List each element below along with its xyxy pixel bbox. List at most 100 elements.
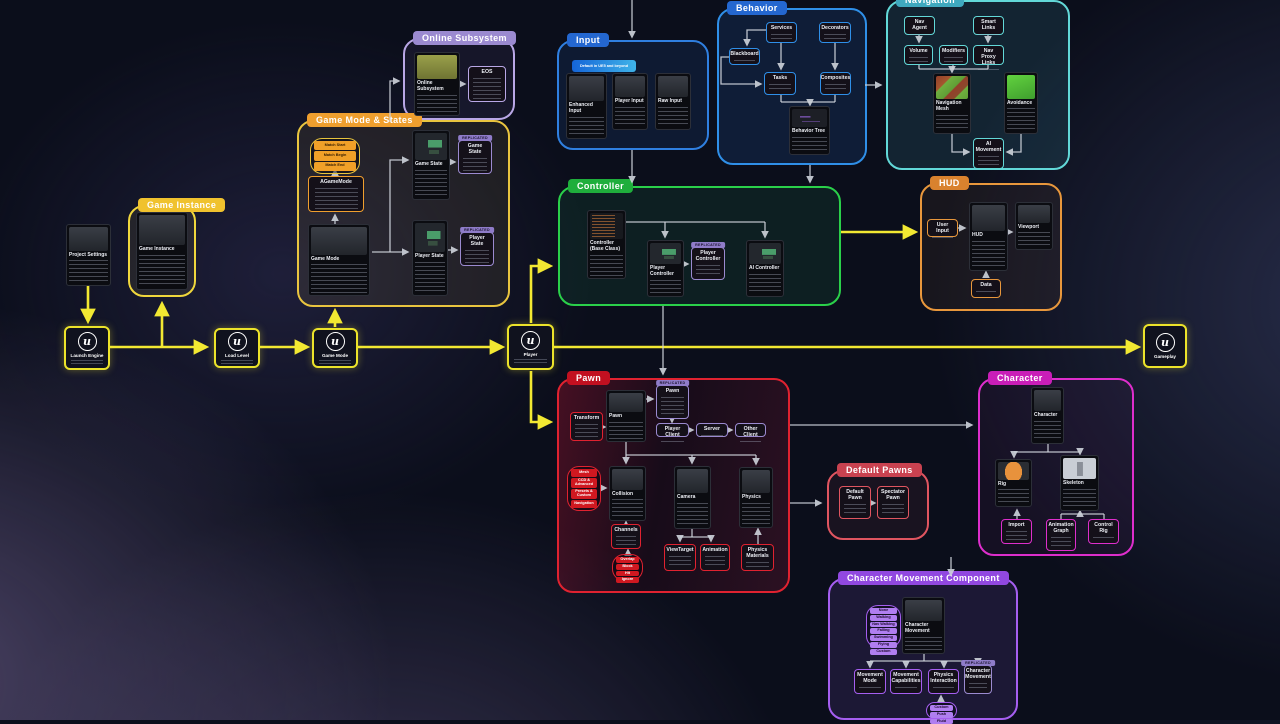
channel-types-item[interactable]: Overlap	[616, 557, 639, 563]
channel-types-item[interactable]: Block	[616, 563, 639, 570]
physics[interactable]: Physics	[739, 467, 773, 528]
pawn-shot[interactable]: Pawn	[606, 390, 646, 442]
agamemode-title: AGameMode	[320, 179, 352, 185]
server[interactable]: Server	[696, 423, 728, 439]
physics-interaction-types-item[interactable]: Fluid	[930, 718, 953, 724]
camera[interactable]: Camera	[674, 466, 711, 529]
physics-materials[interactable]: Physics Materials	[741, 544, 774, 571]
player-controller-shot[interactable]: Player Controller	[647, 240, 684, 297]
volume[interactable]: Volume	[904, 45, 933, 65]
collision-options-item[interactable]: Presets & Custom	[571, 489, 597, 499]
spectator-pawn[interactable]: Spectator Pawn	[877, 486, 909, 519]
modifiers[interactable]: Modifiers	[939, 45, 968, 65]
movement-modes-item[interactable]: Nav Walking	[870, 621, 897, 628]
hud[interactable]: HUD	[969, 202, 1008, 271]
match-states-item[interactable]: Match End	[314, 161, 356, 171]
composites[interactable]: Composites	[820, 72, 851, 95]
character-shot[interactable]: Character	[1031, 387, 1064, 444]
collision-options-item[interactable]: Navigation	[571, 499, 597, 508]
tasks[interactable]: Tasks	[764, 72, 796, 95]
game-state-shot[interactable]: Game State	[412, 130, 450, 200]
default-pawn[interactable]: Default Pawn	[839, 486, 871, 519]
rig[interactable]: Rig	[995, 459, 1032, 507]
transform-title: Transform	[573, 415, 600, 421]
avoidance-thumbnail	[1007, 75, 1035, 99]
import[interactable]: Import	[1001, 519, 1032, 544]
viewport-description	[1018, 232, 1050, 247]
online-subsystem[interactable]: Online Subsystem	[414, 52, 460, 116]
nav-proxy-links[interactable]: Nav Proxy Links	[973, 45, 1004, 73]
viewport[interactable]: Viewport	[1015, 202, 1053, 250]
smart-links[interactable]: Smart Links	[973, 16, 1004, 38]
navigation-mesh[interactable]: Navigation Mesh	[933, 73, 971, 134]
project-settings[interactable]: Project Settings	[66, 224, 111, 286]
controller-base-class[interactable]: Controller (Base Class)	[587, 210, 626, 279]
controller-group-label: Controller	[568, 179, 634, 193]
avoidance[interactable]: Avoidance	[1004, 72, 1038, 134]
collision-thumbnail	[612, 469, 643, 490]
collision-options-item[interactable]: Mesh	[571, 469, 597, 478]
other-client[interactable]: Other Client	[735, 423, 766, 445]
spectator-pawn-description	[881, 503, 905, 516]
movement-modes-item[interactable]: Flying	[870, 641, 897, 648]
player-client[interactable]: Player Client	[656, 423, 689, 445]
channel-types-item[interactable]: Hit	[616, 570, 639, 577]
agamemode[interactable]: AGameMode	[308, 176, 364, 212]
movement-mode[interactable]: Movement Mode	[854, 669, 886, 694]
raw-input[interactable]: Raw Input	[655, 73, 691, 130]
match-states-item[interactable]: Match Begin	[314, 151, 356, 161]
game-instance[interactable]: Game Instance	[136, 212, 188, 290]
match-states-item[interactable]: Match Start	[314, 141, 356, 151]
transform[interactable]: Transform	[570, 412, 603, 441]
nav-agent[interactable]: Nav Agent	[904, 16, 935, 38]
game-mode[interactable]: Game Mode	[308, 224, 370, 296]
collision[interactable]: Collision	[609, 466, 646, 521]
player-state-shot[interactable]: Player State	[412, 220, 448, 296]
services[interactable]: Services	[766, 22, 797, 43]
movement-modes-item[interactable]: None	[870, 608, 897, 614]
skeleton[interactable]: Skeleton	[1060, 455, 1099, 511]
import-description	[1005, 530, 1028, 541]
collision-options-item[interactable]: CCD & Advanced	[571, 478, 597, 488]
channel-types-item[interactable]: Ignore	[616, 577, 639, 584]
blackboard[interactable]: Blackboard	[729, 48, 760, 65]
movement-capabilities[interactable]: Movement Capabilities	[890, 669, 922, 694]
movement-modes-item[interactable]: Walking	[870, 614, 897, 621]
character-shot-title: Character	[1034, 412, 1058, 419]
physics-interaction-types-item[interactable]: Custom	[930, 705, 953, 711]
enhanced-input[interactable]: Enhanced Input	[566, 73, 607, 139]
unreal-logo-icon: u	[77, 331, 97, 351]
movement-modes-item[interactable]: Custom	[870, 648, 897, 655]
decorators[interactable]: Decorators	[819, 22, 851, 43]
movement-modes-item[interactable]: Falling	[870, 628, 897, 635]
control-rig[interactable]: Control Rig	[1088, 519, 1119, 544]
user-input[interactable]: User Input	[927, 219, 958, 241]
viewtarget-title: ViewTarget	[666, 547, 694, 553]
eos[interactable]: EOS	[468, 66, 506, 102]
viewtarget[interactable]: ViewTarget	[664, 544, 696, 571]
behavior-tree[interactable]: Behavior Tree	[789, 106, 830, 155]
animation-graph[interactable]: Animation Graph	[1046, 519, 1076, 551]
physics-interaction-types-item[interactable]: Push	[930, 711, 953, 718]
player-input[interactable]: Player Input	[612, 73, 648, 130]
channels[interactable]: Channels	[611, 524, 641, 549]
ai-movement[interactable]: AI Movement	[973, 138, 1004, 169]
input-default-button[interactable]: Default in UE5 and beyond	[572, 60, 636, 72]
animation[interactable]: Animation	[700, 544, 730, 571]
character-movement-shot[interactable]: Character Movement	[902, 597, 945, 654]
ai-controller[interactable]: AI Controller	[746, 240, 784, 297]
physics-interaction[interactable]: Physics Interaction	[928, 669, 959, 694]
animation-graph-title: Animation Graph	[1048, 522, 1074, 534]
movement-modes-item[interactable]: Swimming	[870, 635, 897, 641]
data-card[interactable]: Data	[971, 279, 1001, 298]
